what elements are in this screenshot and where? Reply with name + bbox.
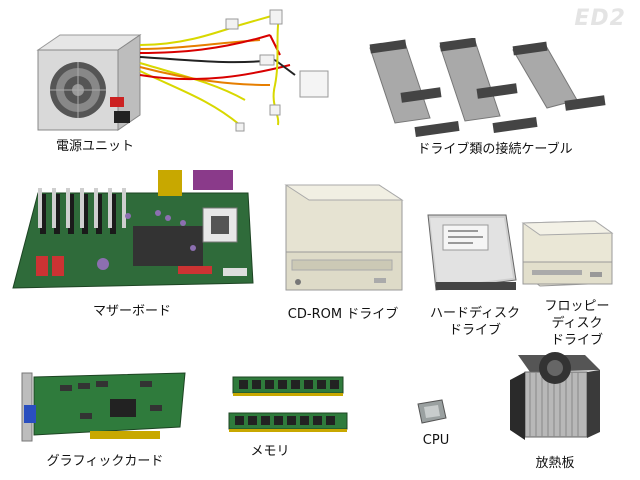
cdrom-item [284,180,404,298]
hard-disk-icon [427,214,517,291]
hdd-label-line-2: ドライブ [448,323,501,338]
graphics-card-icon [21,372,186,442]
gpu-item [20,365,190,445]
floppy-drive-icon [521,220,614,287]
memory-item [225,375,350,435]
hdd-label-line-1: ハードディスク [429,306,521,321]
fdd-label-line-2: ディスク [551,316,603,331]
cd-rom-drive-icon [284,184,404,291]
ribbon-cable-icon [369,38,606,138]
cpu-label: CPU [422,433,450,448]
motherboard-label: マザーボード [92,304,171,319]
fdd-item [520,218,616,290]
motherboard-icon [12,170,254,289]
cpu-icon [417,399,447,424]
heatsink-icon [510,352,600,440]
cables-label: ドライブ類の接続ケーブル [417,142,573,157]
ed2-logo: ED2 [574,6,626,31]
power-supply-icon [36,9,329,132]
gpu-label: グラフィックカード [46,454,164,469]
cdrom-label: CD-ROM ドライブ [287,307,399,322]
heatsink-label: 放熱板 [535,456,575,471]
fdd-label-line-3: ドライブ [550,333,603,348]
cpu-item [416,398,448,426]
heatsink-item [500,350,605,450]
memory-label: メモリ [250,444,290,459]
motherboard-item [8,168,254,296]
memory-module-icon [228,376,348,432]
power-supply-item [30,5,330,140]
fdd-label-line-1: フロッピー [544,299,610,314]
power-supply-label: 電源ユニット [55,139,134,154]
cables-item [365,38,610,140]
hdd-item [418,210,518,295]
